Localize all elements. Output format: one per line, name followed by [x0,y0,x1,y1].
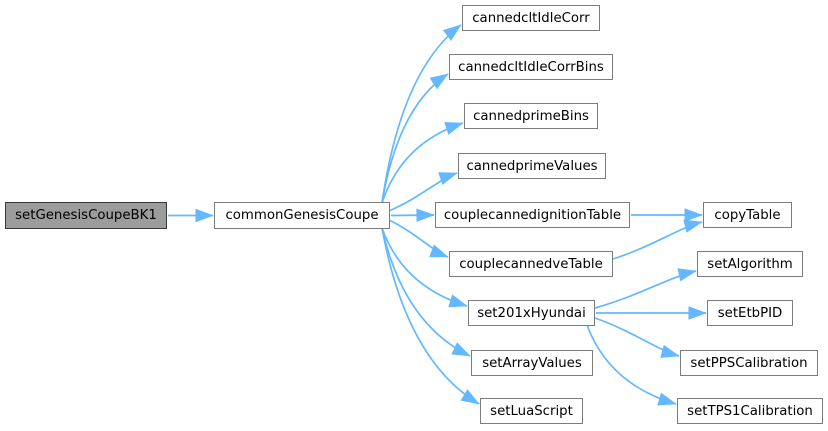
graph-node-cannedprimeValues[interactable]: cannedprimeValues [458,153,606,179]
graph-node-commonGenesisCoupe[interactable]: commonGenesisCoupe [214,202,390,229]
graph-node-label: couplecannedignitionTable [443,207,622,223]
graph-node-setLuaScript[interactable]: setLuaScript [480,398,583,424]
graph-node-label: copyTable [714,207,781,223]
graph-node-cannedprimeBins[interactable]: cannedprimeBins [464,103,598,129]
graph-node-setEtbPID[interactable]: setEtbPID [707,300,793,326]
graph-node-setPPSCalibration[interactable]: setPPSCalibration [680,350,818,376]
graph-node-cannedcltIdleCorrBins[interactable]: cannedcltIdleCorrBins [449,54,613,80]
edge-commonGenesisCoupe-to-cannedcltIdleCorrBins [381,73,449,204]
graph-node-label: setAlgorithm [707,256,793,272]
edge-commonGenesisCoupe-to-cannedprimeBins [381,122,464,204]
graph-node-label: couplecannedveTable [459,256,603,272]
graph-node-setAlgorithm[interactable]: setAlgorithm [697,251,803,277]
graph-node-couplecannedignitionTable[interactable]: couplecannedignitionTable [435,202,630,228]
graph-node-label: setLuaScript [490,403,573,419]
edge-commonGenesisCoupe-to-cannedcltIdleCorr [381,24,462,204]
edge-commonGenesisCoupe-to-couplecannedignitionTable [390,208,435,222]
graph-node-label: setArrayValues [482,355,582,371]
graph-node-setArrayValues[interactable]: setArrayValues [471,350,593,376]
graph-node-label: setEtbPID [717,305,783,321]
graph-node-label: cannedprimeValues [466,158,598,174]
graph-node-set201xHyundai[interactable]: set201xHyundai [468,300,595,326]
graph-node-label: setTPS1Calibration [687,403,813,419]
graph-node-setGenesisCoupeBK1: setGenesisCoupeBK1 [5,202,167,229]
graph-node-label: cannedcltIdleCorr [472,10,590,26]
graph-node-label: cannedprimeBins [473,108,589,124]
graph-node-label: set201xHyundai [477,305,586,321]
edge-commonGenesisCoupe-to-setArrayValues [381,227,471,357]
graph-node-copyTable[interactable]: copyTable [703,202,792,228]
graph-node-label: setPPSCalibration [690,355,808,371]
graph-node-couplecannedveTable[interactable]: couplecannedveTable [449,251,613,277]
graph-node-label: setGenesisCoupeBK1 [15,208,157,223]
graph-node-cannedcltIdleCorr[interactable]: cannedcltIdleCorr [462,5,600,31]
graph-node-label: commonGenesisCoupe [225,208,379,223]
graph-node-label: cannedcltIdleCorrBins [458,59,604,75]
edge-set201xHyundai-to-setTPS1Calibration [586,324,677,406]
graph-node-setTPS1Calibration[interactable]: setTPS1Calibration [677,398,823,424]
edge-set201xHyundai-to-setPPSCalibration [594,317,680,358]
